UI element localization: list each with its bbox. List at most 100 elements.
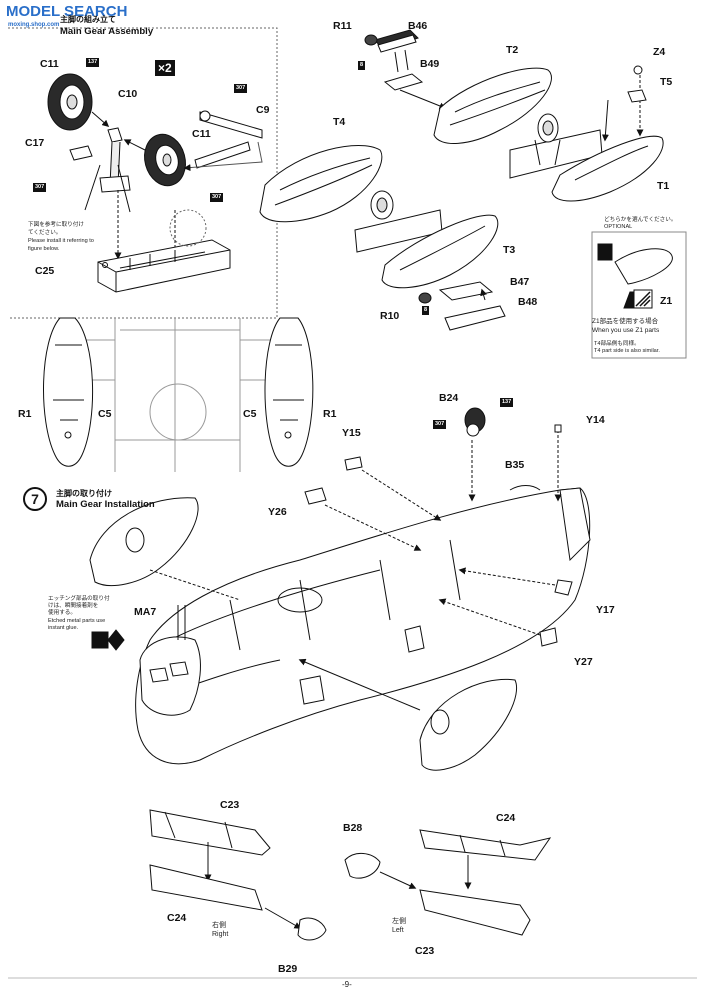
page-number: -9- xyxy=(342,980,352,989)
part-y27 xyxy=(539,627,558,647)
label-z1: Z1 xyxy=(660,295,673,307)
label-r11: R11 xyxy=(333,20,352,32)
figure-ref-en-2: figure below. xyxy=(28,246,60,252)
step6-title-jp: 主脚の組み立て xyxy=(60,15,116,24)
part-y26 xyxy=(304,487,327,505)
figure-ref-en-1: Please install it referring to xyxy=(28,238,94,244)
count-307b: 307 xyxy=(234,84,248,93)
cockpit-nose xyxy=(139,636,201,716)
etched-en-2: instant glue. xyxy=(48,625,79,631)
tail-section xyxy=(559,487,591,562)
figure-ref-jp-2: てください。 xyxy=(28,230,62,236)
label-t3: T3 xyxy=(503,244,516,256)
label-c5a: C5 xyxy=(98,408,112,420)
part-t5 xyxy=(627,89,647,103)
label-t2: T2 xyxy=(506,44,519,56)
multiplier-badge: ×2 xyxy=(155,60,175,76)
sponson-right-installed xyxy=(419,678,517,771)
panel-c24-right xyxy=(149,864,263,911)
part-b29 xyxy=(297,917,327,941)
part-y14 xyxy=(554,424,562,433)
label-b35: B35 xyxy=(505,459,525,471)
label-c23-left: C23 xyxy=(415,945,435,957)
label-r1b: R1 xyxy=(323,408,337,420)
t4-note-en: T4 part side is also similar. xyxy=(594,348,660,354)
label-y26: Y26 xyxy=(268,506,287,518)
sponson-t1 xyxy=(551,135,664,202)
label-b29: B29 xyxy=(278,963,298,975)
left-jp: 左側 xyxy=(392,918,406,925)
label-c23-right: C23 xyxy=(220,799,240,811)
label-b24: B24 xyxy=(439,392,459,404)
count-307d: 307 xyxy=(433,420,447,429)
tray-c25 xyxy=(97,239,231,293)
step7-title-en: Main Gear Installation xyxy=(56,499,155,510)
watermark-logo: MODEL SEARCH xyxy=(6,3,128,20)
count-307a: 307 xyxy=(33,183,47,192)
etched-en-1: Etched metal parts use xyxy=(48,618,106,624)
etched-jp-3: 使用する。 xyxy=(48,610,76,616)
door-b46 xyxy=(374,29,419,73)
sponson-t4 xyxy=(259,144,383,223)
part-ma7 xyxy=(177,605,186,640)
label-t1: T1 xyxy=(657,180,670,192)
label-y27: Y27 xyxy=(574,656,593,668)
z1-note-jp: Z1部品を使用する場合 xyxy=(592,318,659,325)
fuselage xyxy=(135,487,591,765)
label-c11a: C11 xyxy=(40,58,59,70)
part-y17 xyxy=(554,579,573,596)
optional-jp: どちらかを選んでください。 xyxy=(604,217,677,223)
wheel-r10 xyxy=(418,292,432,304)
label-c24-right: C24 xyxy=(167,912,187,924)
t4-note-jp: T4部品側も同様。 xyxy=(594,341,640,347)
wheel-c11-right xyxy=(144,133,186,187)
label-c25: C25 xyxy=(35,265,55,277)
left-en: Left xyxy=(392,927,404,934)
part-b35 xyxy=(509,485,541,491)
part-b28 xyxy=(344,853,381,879)
etched-jp-2: けは、瞬間接着剤を xyxy=(48,603,99,609)
label-r10: R10 xyxy=(380,310,400,322)
door-b49 xyxy=(383,73,424,91)
cut-icon xyxy=(597,243,613,261)
sponson-left-installed xyxy=(89,497,241,601)
sponson-left-bottom xyxy=(43,317,94,467)
label-c5b: C5 xyxy=(243,408,257,420)
label-c10: C10 xyxy=(118,88,138,100)
count-137b: 137 xyxy=(500,398,514,407)
panel-c23-left xyxy=(419,889,531,936)
part-y15 xyxy=(344,456,363,471)
count-8a: 8 xyxy=(358,61,366,70)
label-b46: B46 xyxy=(408,20,428,32)
glue-icon xyxy=(91,631,109,649)
watermark-domain: moxing.shop.com xyxy=(8,22,60,28)
label-b47: B47 xyxy=(510,276,530,288)
etched-jp-1: エッチング部品の取り付 xyxy=(48,596,110,602)
strut-assembly xyxy=(69,127,131,213)
step7-number: 7 xyxy=(23,487,47,511)
door-b48 xyxy=(444,305,506,331)
label-t4: T4 xyxy=(333,116,346,128)
panel-c24-left xyxy=(419,829,552,861)
label-y14: Y14 xyxy=(586,414,605,426)
panel-c23-right xyxy=(149,809,271,856)
count-8b: 8 xyxy=(422,306,430,315)
label-c9: C9 xyxy=(256,104,270,116)
arm-c9 xyxy=(194,110,263,169)
label-c24-left: C24 xyxy=(496,812,516,824)
count-137a: 137 xyxy=(86,58,100,67)
label-ma7: MA7 xyxy=(134,606,157,618)
sponson-t3 xyxy=(381,214,499,289)
label-t5: T5 xyxy=(660,76,673,88)
right-en: Right xyxy=(212,931,229,938)
label-b48: B48 xyxy=(518,296,538,308)
z1-hatch-icon xyxy=(633,289,653,309)
step6-title-en: Main Gear Assembly xyxy=(60,26,154,37)
optional-box xyxy=(591,231,687,359)
label-z4: Z4 xyxy=(653,46,666,58)
part-z4 xyxy=(633,65,643,75)
label-c11b: C11 xyxy=(192,128,211,140)
optional-en: OPTIONAL xyxy=(604,224,633,230)
wheel-r11 xyxy=(364,34,378,46)
